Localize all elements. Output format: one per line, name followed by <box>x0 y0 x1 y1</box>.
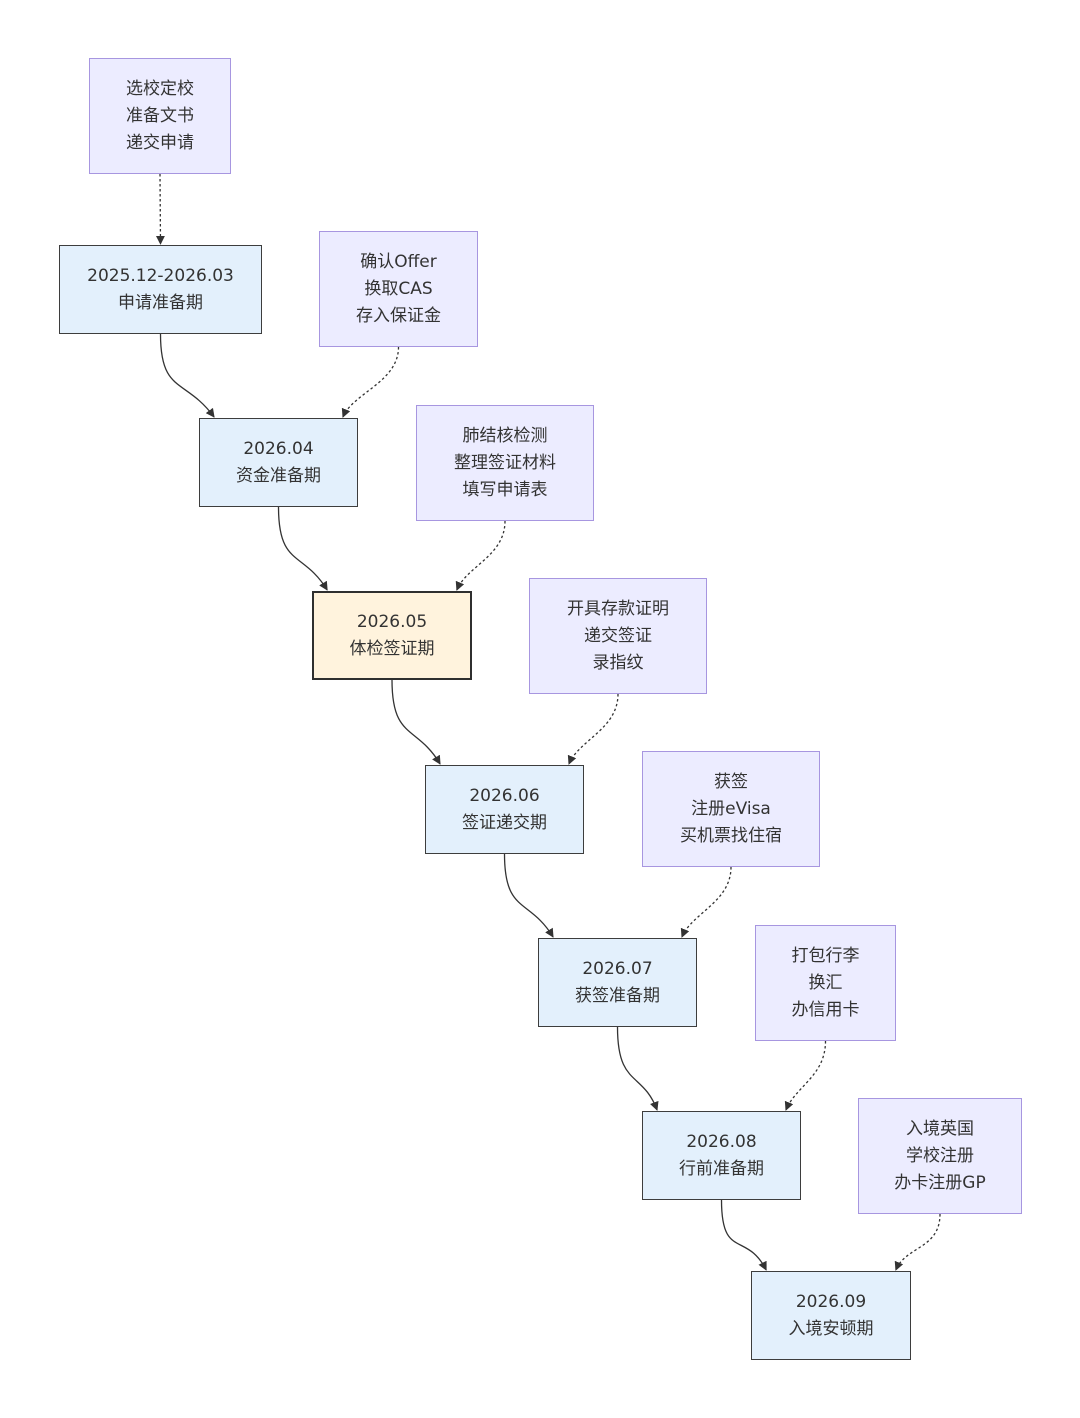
node-label-line: 注册eVisa <box>691 798 771 819</box>
node-label-line: 买机票找住宿 <box>680 825 782 846</box>
task-note-t2: 确认Offer 换取CAS 存入保证金 <box>319 231 478 347</box>
node-label-line: 2026.09 <box>795 1291 867 1312</box>
dotted-arrow-t7-s7 <box>894 1213 941 1271</box>
node-label-line: 获签 <box>714 771 748 792</box>
dotted-arrow-t1-s1 <box>155 173 165 245</box>
node-label-line: 签证递交期 <box>462 812 547 833</box>
flow-arrow-s6-s7 <box>720 1199 767 1271</box>
node-label-line: 2026.04 <box>243 438 314 459</box>
dotted-arrow-t4-s4 <box>567 693 619 765</box>
node-label-line: 行前准备期 <box>679 1158 764 1179</box>
node-label-line: 入境安顿期 <box>788 1318 874 1339</box>
node-label-line: 选校定校 <box>126 78 194 99</box>
stage-node-s3: 2026.05 体检签证期 <box>312 591 472 680</box>
node-label-line: 资金准备期 <box>236 465 321 486</box>
node-label-line: 整理签证材料 <box>454 452 556 473</box>
node-label-line: 2026.05 <box>356 611 428 632</box>
node-label-line: 办卡注册GP <box>894 1172 986 1193</box>
stage-node-s4: 2026.06 签证递交期 <box>425 765 584 854</box>
flow-arrow-s3-s4 <box>391 679 441 765</box>
node-label-line: 确认Offer <box>360 251 437 272</box>
task-note-t5: 获签注册eVisa 买机票找住宿 <box>642 751 820 867</box>
task-note-t6: 打包行李换汇办信用卡 <box>755 925 896 1041</box>
dotted-arrow-t2-s2 <box>341 346 400 418</box>
task-note-t7: 入境英国学校注册办卡注册GP <box>858 1098 1022 1214</box>
flow-arrow-s5-s6 <box>616 1026 659 1111</box>
node-label-line: 入境英国 <box>906 1118 974 1139</box>
node-label-line: 换汇 <box>808 972 843 993</box>
node-label-line: 递交申请 <box>126 132 194 153</box>
node-label-line: 学校注册 <box>906 1145 974 1166</box>
node-label-line: 2026.08 <box>686 1131 757 1152</box>
stage-node-s7: 2026.09 入境安顿期 <box>751 1271 911 1360</box>
task-note-t1: 选校定校准备文书递交申请 <box>89 58 231 174</box>
node-label-line: 打包行李 <box>791 945 860 966</box>
stage-node-s6: 2026.08 行前准备期 <box>642 1111 801 1200</box>
node-label-line: 开具存款证明 <box>567 598 669 619</box>
node-label-line: 申请准备期 <box>118 292 203 313</box>
flow-arrow-s2-s3 <box>277 506 328 591</box>
stage-node-s1: 2025.12-2026.03 申请准备期 <box>59 245 262 334</box>
dotted-arrow-t6-s6 <box>784 1040 827 1111</box>
node-label-line: 办信用卡 <box>791 999 860 1020</box>
node-label-line: 递交签证 <box>584 625 652 646</box>
task-note-t4: 开具存款证明递交签证录指纹 <box>529 578 707 694</box>
node-label-line: 2026.06 <box>469 785 540 806</box>
node-label-line: 换取CAS <box>364 278 433 299</box>
dotted-arrow-t3-s3 <box>455 520 506 591</box>
stage-node-s2: 2026.04 资金准备期 <box>199 418 358 507</box>
node-label-line: 获签准备期 <box>575 985 660 1006</box>
node-label-line: 存入保证金 <box>356 305 441 326</box>
node-label-line: 体检签证期 <box>349 638 435 659</box>
node-label-line: 2025.12-2026.03 <box>87 265 234 286</box>
node-label-line: 2026.07 <box>582 958 653 979</box>
node-label-line: 肺结核检测 <box>462 425 548 446</box>
flow-arrow-s4-s5 <box>503 853 554 938</box>
task-note-t3: 肺结核检测整理签证材料填写申请表 <box>416 405 594 521</box>
node-label-line: 录指纹 <box>592 652 644 673</box>
node-label-line: 填写申请表 <box>462 479 548 500</box>
dotted-arrow-t5-s5 <box>680 866 732 938</box>
flow-arrow-s1-s2 <box>159 333 215 418</box>
node-label-line: 准备文书 <box>126 105 194 126</box>
stage-node-s5: 2026.07 获签准备期 <box>538 938 697 1027</box>
